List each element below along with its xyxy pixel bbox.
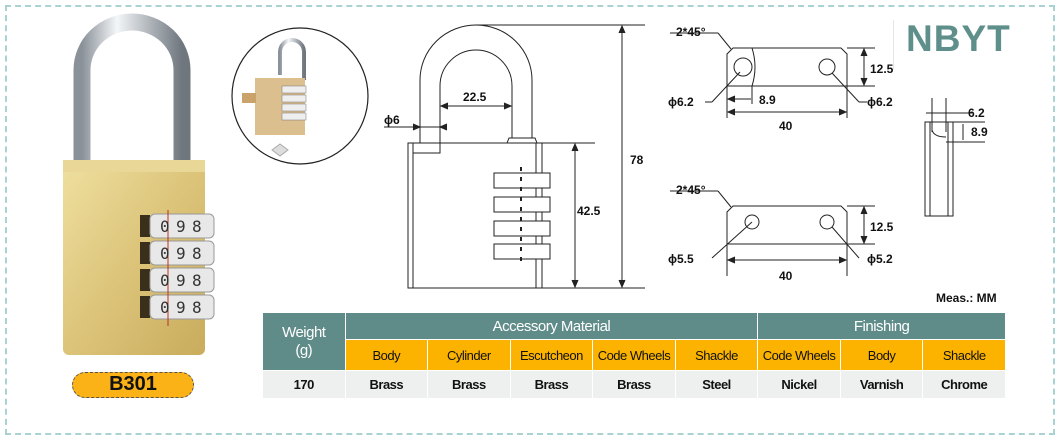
dim-total-height: 78 xyxy=(630,153,644,167)
wheel-digit: 8 xyxy=(192,244,202,263)
wheel-digit: 8 xyxy=(192,217,202,236)
weight-value: 170 xyxy=(262,370,346,399)
dim-plate-height-top: 12.5 xyxy=(870,62,894,76)
finishing-header: Finishing xyxy=(757,312,1006,340)
bottom-plate-drawing xyxy=(670,190,875,276)
table-row: 170 Brass Brass Brass Brass Steel Nickel… xyxy=(262,370,1006,399)
dim-offset-top: 8.9 xyxy=(759,93,776,107)
dim-shackle-diameter: ϕ6 xyxy=(384,113,400,127)
measurement-unit: Meas.: MM xyxy=(936,291,997,305)
dim-plate-height-bottom: 12.5 xyxy=(870,220,894,234)
weight-header: Weight(g) xyxy=(262,312,346,371)
dim-chamfer-top: 2*45° xyxy=(676,25,706,39)
dashed-frame xyxy=(5,5,1055,435)
top-plate-drawing xyxy=(670,32,875,118)
dim-hole-right-top: ϕ6.2 xyxy=(867,95,893,109)
open-lock-inset xyxy=(231,27,369,165)
dim-hole-right-bottom: ϕ5.2 xyxy=(867,252,893,266)
table-cell: Brass xyxy=(592,370,676,399)
column-header: Shackle xyxy=(922,339,1006,371)
wheel-digit: 9 xyxy=(176,271,186,290)
brand-logo: NBYT xyxy=(906,18,1011,59)
accessory-material-header: Accessory Material xyxy=(344,312,759,340)
table-cell: Nickel xyxy=(757,370,841,399)
dim-side-width: 6.2 xyxy=(968,106,985,120)
column-header: Body xyxy=(344,339,429,371)
code-wheels xyxy=(140,213,215,320)
wheel-digit: 9 xyxy=(176,298,186,317)
column-header: Body xyxy=(839,339,924,371)
column-header: Code Wheels xyxy=(757,339,841,371)
dim-side-depth: 8.9 xyxy=(971,125,988,139)
table-cell: Brass xyxy=(344,370,429,399)
column-header: Cylinder xyxy=(427,339,511,371)
dim-shackle-width: 22.5 xyxy=(463,90,487,104)
lock-technical-drawing xyxy=(384,24,645,289)
weight-label: Weight xyxy=(282,323,326,341)
dim-length-top: 40 xyxy=(779,119,793,133)
wheel-digit: 0 xyxy=(160,244,170,263)
table-cell: Steel xyxy=(674,370,759,399)
column-header: Escutcheon xyxy=(509,339,594,371)
table-cell: Brass xyxy=(427,370,511,399)
wheel-digit: 8 xyxy=(192,298,202,317)
table-cell: Chrome xyxy=(922,370,1006,399)
table-cell: Brass xyxy=(509,370,594,399)
dim-hole-left-top: ϕ6.2 xyxy=(668,95,694,109)
spec-table: Weight(g) Accessory Material Finishing B… xyxy=(262,312,1006,399)
wheel-digit: 9 xyxy=(176,217,186,236)
wheel-digit: 8 xyxy=(192,271,202,290)
divider xyxy=(893,20,894,70)
wheel-digit: 0 xyxy=(160,298,170,317)
side-view-drawing xyxy=(924,98,985,217)
dim-body-height: 42.5 xyxy=(577,204,601,218)
table-cell: Varnish xyxy=(839,370,924,399)
column-header: Shackle xyxy=(674,339,759,371)
wheel-digit: 9 xyxy=(176,244,186,263)
dim-chamfer-bottom: 2*45° xyxy=(676,183,706,197)
weight-unit: (g) xyxy=(295,341,313,359)
wheel-digit: 0 xyxy=(160,271,170,290)
column-header: Code Wheels xyxy=(592,339,676,371)
dim-length-bottom: 40 xyxy=(779,269,793,283)
dim-hole-left-bottom: ϕ5.5 xyxy=(668,252,694,266)
wheel-digit: 0 xyxy=(160,217,170,236)
model-badge: B301 xyxy=(72,372,194,398)
